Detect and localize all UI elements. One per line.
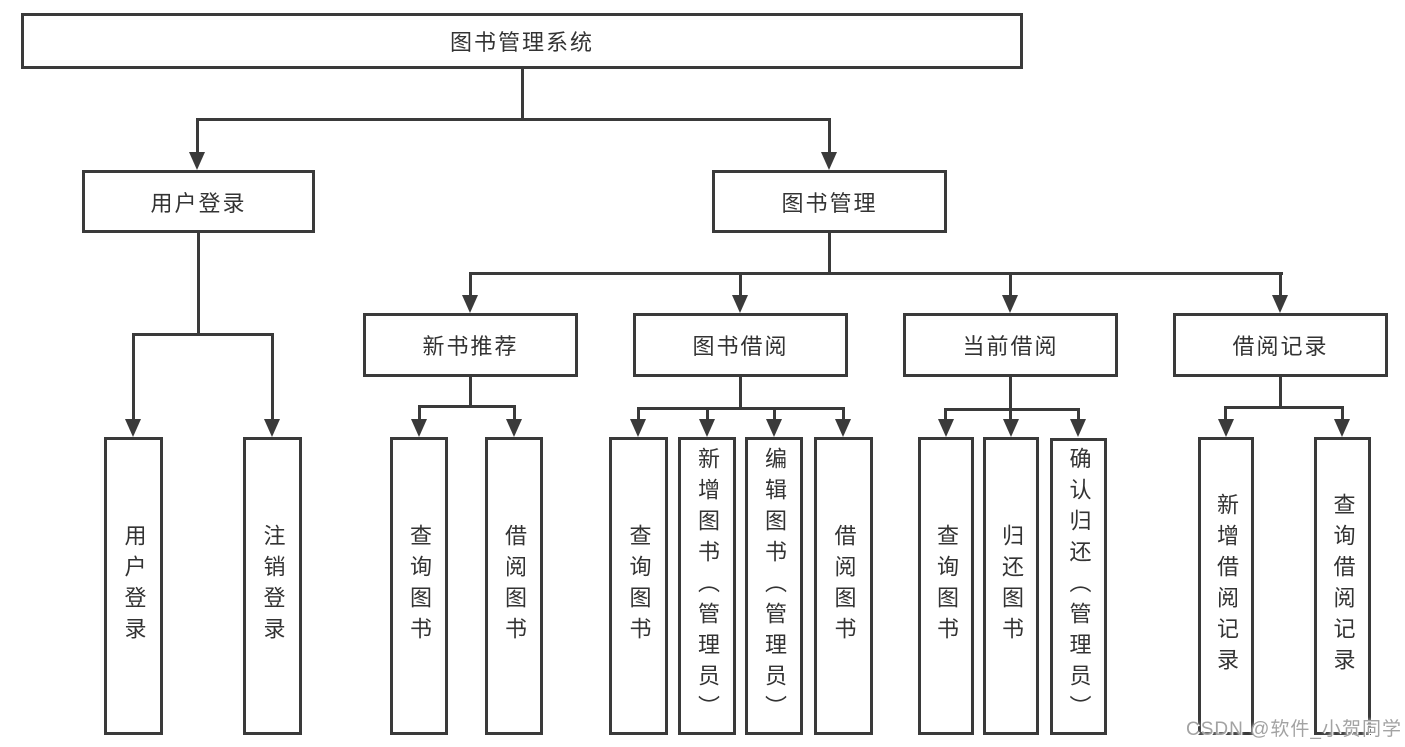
node-borrow-records: 借阅记录: [1173, 313, 1388, 377]
arrowhead-down-icon: [630, 419, 646, 437]
node-label: 新书推荐: [422, 334, 519, 359]
leaf-add-borrow-record: 新增借阅记录: [1198, 437, 1254, 735]
connector-line: [706, 407, 709, 423]
connector-line: [828, 233, 831, 275]
node-label: 借阅图书: [831, 524, 857, 648]
connector-line: [418, 405, 516, 408]
connector-line: [197, 118, 831, 121]
node-label: 用户登录: [150, 190, 247, 216]
node-label: 查询图书: [407, 524, 432, 648]
node-label: 借阅记录: [1232, 334, 1329, 359]
connector-line: [739, 272, 742, 300]
connector-line: [513, 405, 516, 423]
node-label: 新增借阅记录: [1214, 493, 1239, 679]
arrowhead-down-icon: [506, 419, 522, 437]
leaf-user-login: 用户登录: [104, 437, 163, 735]
node-label: 编辑图书（管理员）: [762, 446, 787, 726]
node-label: 查询借阅记录: [1330, 493, 1356, 679]
node-label: 当前借阅: [962, 334, 1059, 359]
node-label: 借阅图书: [502, 524, 527, 648]
connector-line: [196, 118, 199, 155]
arrowhead-down-icon: [1003, 419, 1019, 437]
node-label: 图书管理系统: [449, 30, 594, 55]
arrowhead-down-icon: [938, 419, 954, 437]
node-new-book-recommend: 新书推荐: [363, 313, 578, 377]
node-book-borrow: 图书借阅: [633, 313, 848, 377]
connector-line: [842, 407, 845, 423]
leaf-current-query-books: 查询图书: [918, 437, 974, 735]
node-label: 图书借阅: [692, 334, 789, 359]
arrowhead-down-icon: [125, 419, 141, 437]
connector-line: [944, 408, 1080, 411]
node-label: 查询图书: [934, 524, 959, 648]
leaf-add-book-admin: 新增图书（管理员）: [678, 437, 736, 735]
node-root-system: 图书管理系统: [21, 13, 1023, 69]
connector-line: [197, 233, 200, 336]
node-label: 新增图书（管理员）: [695, 446, 720, 726]
arrowhead-down-icon: [1272, 295, 1288, 313]
node-label: 注销登录: [260, 524, 286, 648]
connector-line: [1224, 406, 1227, 423]
leaf-recommend-borrow-books: 借阅图书: [485, 437, 543, 735]
connector-line: [521, 69, 524, 120]
connector-line: [418, 405, 421, 423]
leaf-recommend-query-books: 查询图书: [390, 437, 448, 735]
arrowhead-down-icon: [835, 419, 851, 437]
connector-line: [1279, 377, 1282, 408]
leaf-confirm-return-admin: 确认归还（管理员）: [1050, 438, 1107, 735]
node-book-management: 图书管理: [712, 170, 947, 233]
node-label: 图书管理: [781, 190, 878, 216]
connector-line: [271, 333, 274, 423]
connector-line: [1341, 406, 1344, 423]
connector-line: [739, 377, 742, 410]
connector-line: [1009, 272, 1012, 300]
connector-line: [469, 272, 1283, 275]
node-label: 查询图书: [626, 524, 652, 648]
watermark: CSDN @软件_小贺同学: [1186, 719, 1402, 740]
leaf-logout: 注销登录: [243, 437, 302, 735]
leaf-edit-book-admin: 编辑图书（管理员）: [745, 437, 803, 735]
node-label: 用户登录: [121, 524, 147, 648]
arrowhead-down-icon: [732, 295, 748, 313]
connector-line: [1009, 408, 1012, 423]
connector-line: [637, 407, 640, 423]
leaf-query-borrow-record: 查询借阅记录: [1314, 437, 1371, 735]
connector-line: [469, 377, 472, 408]
connector-line: [1077, 408, 1080, 423]
connector-line: [637, 407, 845, 410]
arrowhead-down-icon: [411, 419, 427, 437]
connector-line: [1009, 377, 1012, 411]
connector-line: [944, 408, 947, 423]
leaf-return-books: 归还图书: [983, 437, 1039, 735]
arrowhead-down-icon: [1334, 419, 1350, 437]
leaf-borrow-books: 借阅图书: [814, 437, 873, 735]
connector-line: [828, 118, 831, 155]
connector-line: [773, 407, 776, 423]
arrowhead-down-icon: [821, 152, 837, 170]
arrowhead-down-icon: [264, 419, 280, 437]
connector-line: [132, 333, 273, 336]
node-current-borrow: 当前借阅: [903, 313, 1118, 377]
node-label: 确认归还（管理员）: [1066, 447, 1092, 726]
connector-line: [132, 333, 135, 423]
node-label: 归还图书: [999, 524, 1024, 648]
arrowhead-down-icon: [1002, 295, 1018, 313]
arrowhead-down-icon: [699, 419, 715, 437]
leaf-borrow-query-books: 查询图书: [609, 437, 668, 735]
connector-line: [1224, 406, 1344, 409]
arrowhead-down-icon: [1070, 419, 1086, 437]
node-user-login: 用户登录: [82, 170, 315, 233]
connector-line: [469, 272, 472, 300]
arrowhead-down-icon: [462, 295, 478, 313]
arrowhead-down-icon: [1218, 419, 1234, 437]
connector-line: [1279, 272, 1282, 300]
arrowhead-down-icon: [766, 419, 782, 437]
arrowhead-down-icon: [189, 152, 205, 170]
